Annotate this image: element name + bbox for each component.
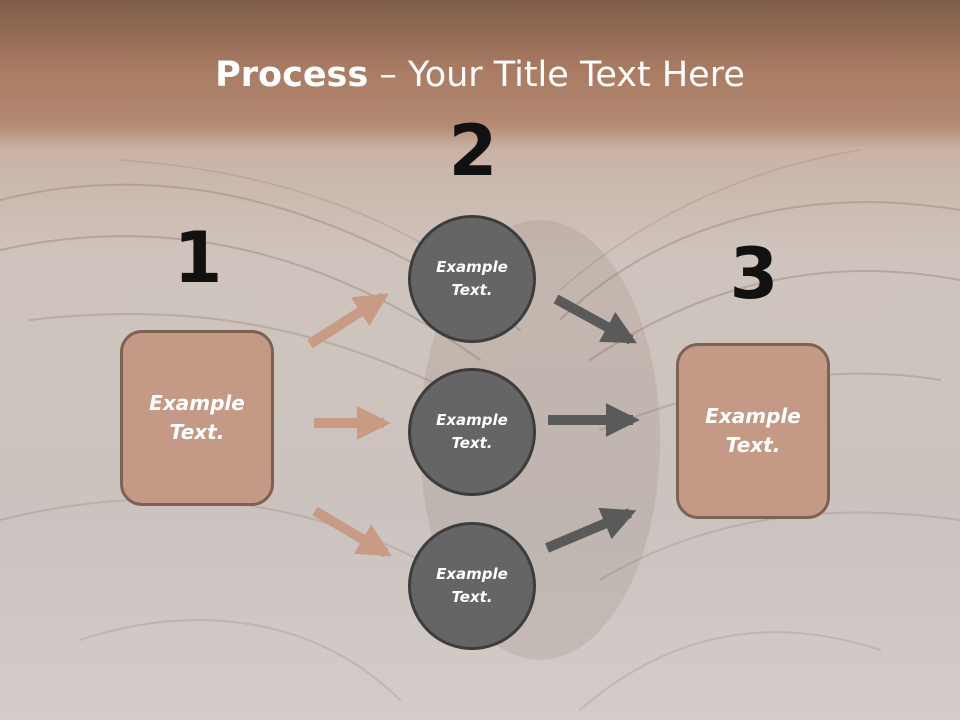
slide-title: Process – Your Title Text Here [0, 52, 960, 98]
step-2-circle-bottom: Example Text. [408, 522, 536, 650]
title-bold: Process [215, 55, 369, 95]
step-2-circle-top: Example Text. [408, 215, 536, 343]
title-rest: – Your Title Text Here [368, 55, 745, 95]
step-1-box: Example Text. [120, 330, 274, 506]
circle-bottom-line1: Example [436, 565, 508, 583]
step-number-3: 3 [729, 233, 779, 315]
circle-bottom-line2: Text. [451, 588, 493, 606]
step-number-2: 2 [448, 110, 498, 192]
step-3-line2: Text. [725, 433, 781, 457]
step-number-1: 1 [173, 217, 223, 299]
circle-top-line1: Example [436, 258, 508, 276]
step-1-line2: Text. [169, 420, 225, 444]
step-1-line1: Example [149, 391, 245, 415]
step-3-line1: Example [705, 404, 801, 428]
circle-top-line2: Text. [451, 281, 493, 299]
circle-middle-line1: Example [436, 411, 508, 429]
circle-middle-line2: Text. [451, 434, 493, 452]
step-3-box: Example Text. [676, 343, 830, 519]
step-2-circle-middle: Example Text. [408, 368, 536, 496]
